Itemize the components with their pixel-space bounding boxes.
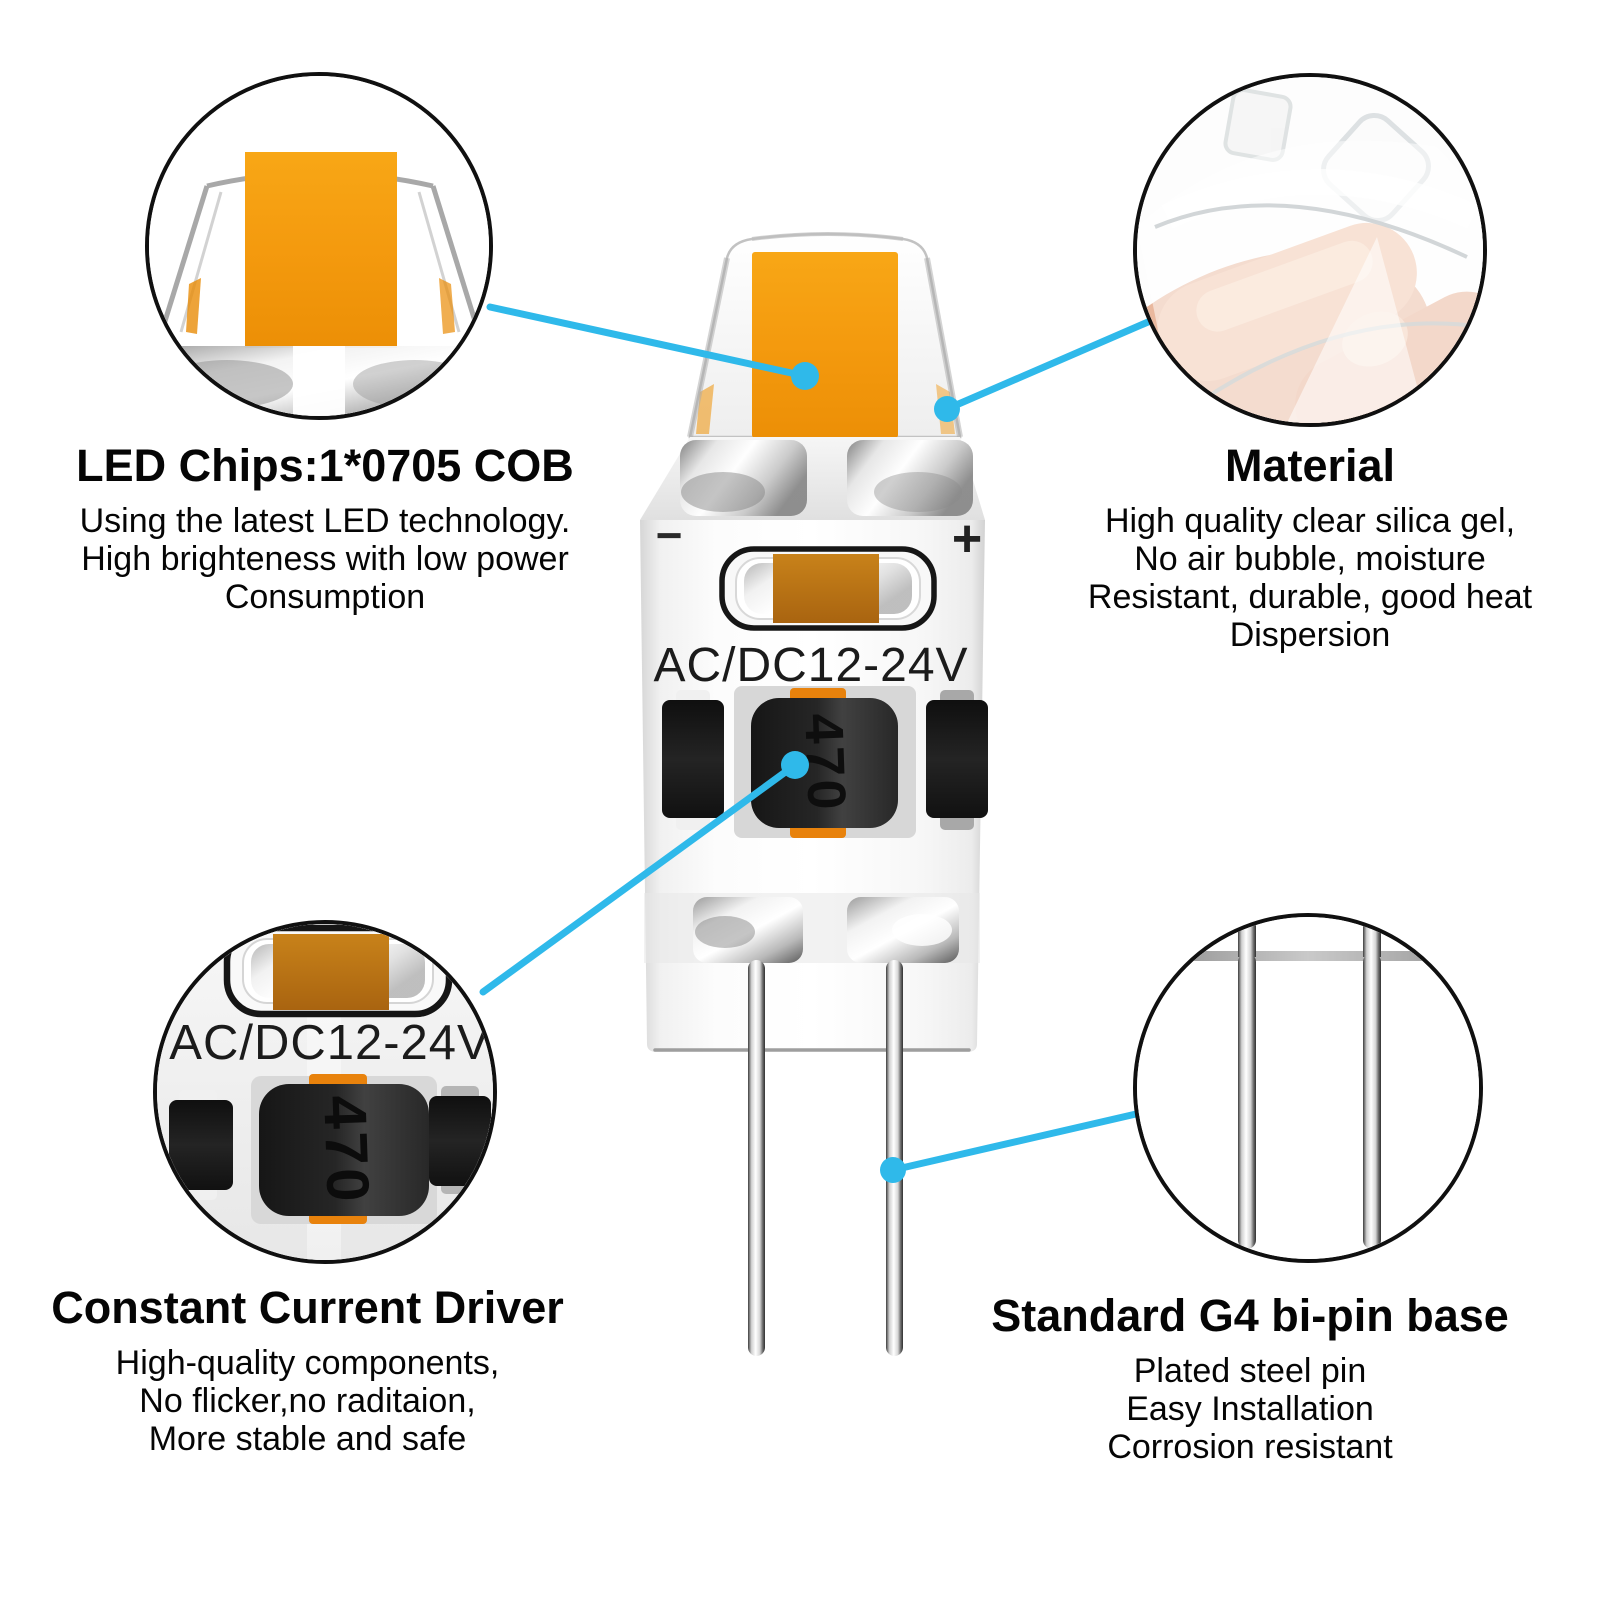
diode-left: [662, 700, 724, 818]
dot-base: [880, 1157, 906, 1183]
material-title: Material: [1224, 440, 1396, 491]
base-closeup-circle: [1133, 913, 1483, 1263]
led-chips-title: LED Chips:1*0705 COB: [76, 440, 574, 491]
callout-dots: [781, 362, 960, 1183]
material-closeup-circle: [1133, 73, 1487, 427]
diode-left-zoom: [169, 1100, 233, 1190]
inductor: [751, 698, 898, 828]
lower-reflectors: [693, 897, 959, 963]
dot-led-chip: [791, 362, 819, 390]
pin-left-zoom: [1238, 953, 1256, 1249]
connector-base: [889, 1110, 1140, 1174]
cob-chip: [752, 252, 898, 438]
dot-driver: [781, 751, 809, 779]
material-description: High quality clear silica gel, No air bu…: [1087, 502, 1533, 655]
chip-window: [719, 546, 937, 631]
base-description: Plated steel pin Easy Installation Corro…: [1107, 1352, 1393, 1467]
base-closeup: [1137, 917, 1479, 1259]
base-title: Standard G4 bi-pin base: [991, 1290, 1509, 1341]
driver-description: High-quality components, No flicker,no r…: [115, 1344, 500, 1459]
dot-material: [934, 396, 960, 422]
plus-marking: +: [952, 510, 982, 568]
bulb-silicone-dome: [687, 232, 963, 439]
driver-components: 470: [662, 686, 988, 838]
callout-material: Material High quality clear silica gel, …: [1035, 440, 1585, 655]
material-closeup: [1137, 77, 1483, 423]
callout-led-chips: LED Chips:1*0705 COB Using the latest LE…: [35, 440, 615, 617]
callout-driver: Constant Current Driver High-quality com…: [25, 1282, 590, 1459]
voltage-marking: AC/DC12-24V: [653, 639, 968, 692]
silica-gel-sheet: [1137, 140, 1483, 423]
voltage-marking-zoom: AC/DC12-24V: [169, 1016, 490, 1070]
led-chips-description: Using the latest LED technology. High br…: [79, 502, 571, 617]
inductor-zoom: [259, 1084, 429, 1216]
driver-title: Constant Current Driver: [51, 1282, 564, 1333]
bulb-shoulder: [640, 437, 985, 520]
callout-connectors: [479, 303, 1152, 1174]
chip-window-zoom: [223, 924, 453, 1018]
driver-components-zoom: 470: [169, 1074, 491, 1224]
driver-closeup: AC/DC12-24V 470: [157, 924, 493, 1260]
led-chip-closeup: [149, 76, 489, 416]
inductor-marking-zoom: 470: [311, 1094, 382, 1205]
callout-base: Standard G4 bi-pin base Plated steel pin…: [972, 1290, 1528, 1467]
diode-right: [926, 700, 988, 818]
diode-right-zoom: [429, 1096, 491, 1186]
connector-driver: [479, 761, 799, 996]
connector-led-chip: [486, 303, 809, 380]
minus-marking: −: [656, 509, 683, 561]
cob-chip-zoom: [245, 152, 397, 348]
driver-closeup-circle: AC/DC12-24V 470: [153, 920, 497, 1264]
connector-material: [943, 318, 1152, 413]
pin-right-zoom: [1363, 953, 1381, 1249]
led-chip-closeup-circle: [145, 72, 493, 420]
